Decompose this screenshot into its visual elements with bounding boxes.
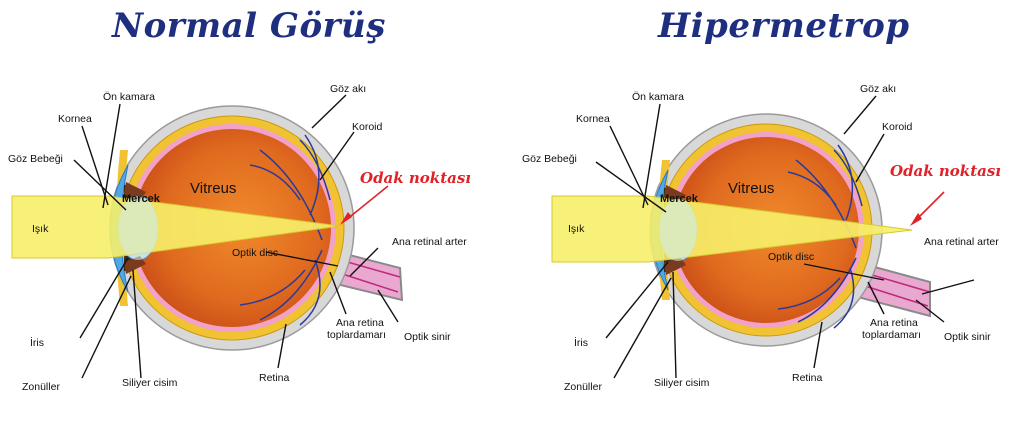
- label-odak-noktasi: Odak noktası: [890, 162, 1001, 180]
- label-ana-retina-top-1: Ana retina: [870, 317, 918, 329]
- diagram-normal: Normal Görüş: [8, 6, 471, 393]
- diagram-title: Normal Görüş: [112, 6, 386, 46]
- label-ana-retina-top-1: Ana retina: [336, 317, 384, 329]
- label-goz-bebegi: Göz Bebeği: [8, 153, 63, 165]
- focal-arrow: [910, 191, 945, 226]
- label-ana-retina-top-2: toplardamarı: [327, 329, 386, 341]
- label-kornea: Kornea: [58, 113, 92, 125]
- label-vitreus: Vitreus: [190, 180, 236, 197]
- eye-illustration: Ön kamara Kornea Göz Bebeği Işık İris Zo…: [522, 83, 1001, 393]
- label-on-kamara: Ön kamara: [632, 91, 684, 103]
- label-ana-retinal-arter: Ana retinal arter: [392, 236, 467, 248]
- label-silyer-cisim: Siliyer cisim: [654, 377, 710, 389]
- label-optik-sinir: Optik sinir: [404, 331, 451, 343]
- label-optik-disc: Optik disc: [232, 247, 278, 259]
- label-optik-disc: Optik disc: [768, 251, 814, 263]
- label-koroid: Koroid: [352, 121, 383, 133]
- label-goz-aki: Göz akı: [860, 83, 896, 95]
- label-iris: İris: [574, 336, 588, 349]
- light-beam: [551, 195, 913, 263]
- focal-arrow: [340, 185, 389, 225]
- label-retina: Retina: [259, 372, 290, 384]
- label-mercek: Mercek: [660, 193, 699, 205]
- label-koroid: Koroid: [882, 121, 913, 133]
- label-ana-retina-top-2: toplardamarı: [862, 329, 921, 341]
- label-optik-sinir: Optik sinir: [944, 331, 991, 343]
- light-beam: [11, 195, 341, 259]
- label-retina: Retina: [792, 372, 823, 384]
- label-goz-bebegi: Göz Bebeği: [522, 153, 577, 165]
- label-vitreus: Vitreus: [728, 180, 774, 197]
- label-isik: Işık: [568, 223, 585, 235]
- diagram-title: Hipermetrop: [658, 6, 910, 46]
- label-ana-retinal-arter: Ana retinal arter: [924, 236, 999, 248]
- label-mercek: Mercek: [122, 193, 161, 205]
- diagram-hipermetrop: Hipermetrop: [512, 0, 1024, 439]
- label-isik: Işık: [32, 223, 49, 235]
- label-zonuller: Zonüller: [22, 381, 60, 393]
- label-odak-noktasi: Odak noktası: [360, 169, 471, 187]
- eye-illustration: Ön kamara Kornea Göz Bebeği Işık İris Zo…: [8, 83, 471, 393]
- label-silyer-cisim: Siliyer cisim: [122, 377, 178, 389]
- label-zonuller: Zonüller: [564, 381, 602, 393]
- label-on-kamara: Ön kamara: [103, 91, 155, 103]
- label-kornea: Kornea: [576, 113, 610, 125]
- retinal-vessels: [239, 134, 331, 326]
- label-iris: İris: [30, 336, 44, 349]
- label-goz-aki: Göz akı: [330, 83, 366, 95]
